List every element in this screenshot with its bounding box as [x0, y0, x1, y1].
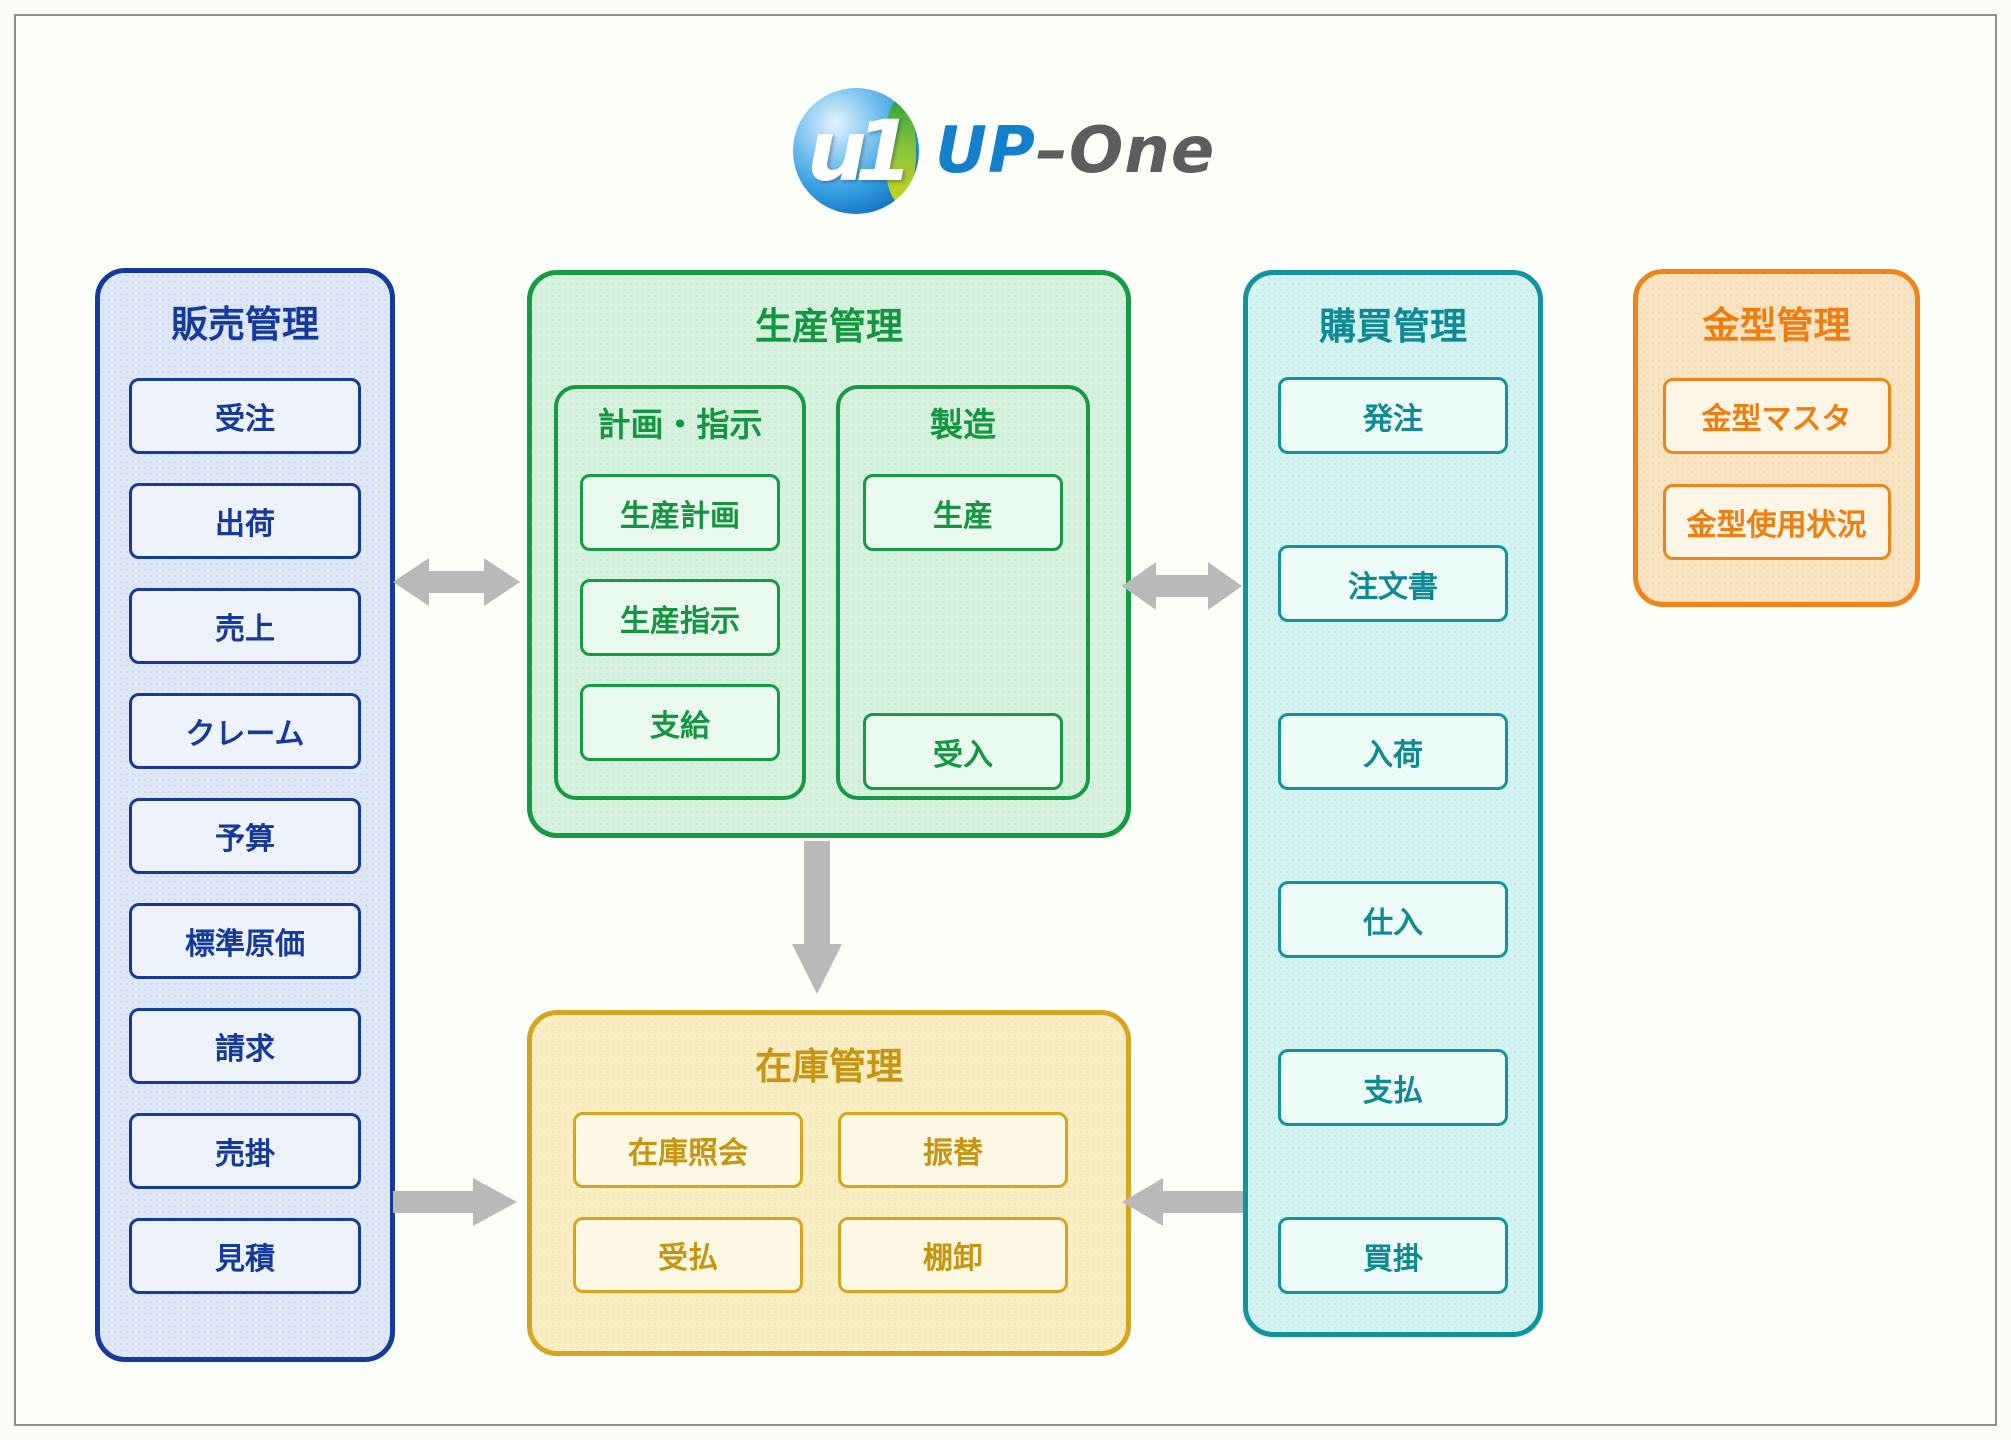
production-item-supply[interactable]: 支給	[580, 684, 780, 761]
up-one-logo-mark-icon: u1	[793, 88, 919, 214]
mold-item-master[interactable]: 金型マスタ	[1662, 378, 1891, 454]
sales-item-claims[interactable]: クレーム	[129, 693, 361, 769]
arrow-sales-production-icon	[393, 556, 520, 608]
purchasing-item-order-form[interactable]: 注文書	[1278, 545, 1508, 622]
purchasing-item-purchase-order[interactable]: 発注	[1278, 377, 1508, 454]
inventory-item-transfer[interactable]: 振替	[838, 1112, 1068, 1188]
sales-item-list: 受注 出荷 売上 クレーム 予算 標準原価 請求 売掛 見積	[100, 378, 390, 1294]
logo-mark-text: u1	[807, 102, 913, 200]
manufacturing-title: 製造	[930, 405, 996, 444]
manufacturing-item-receiving[interactable]: 受入	[863, 713, 1063, 790]
logo-word-one: One	[1068, 114, 1216, 188]
mold-item-list: 金型マスタ 金型使用状況	[1638, 378, 1915, 560]
purchasing-item-purchase[interactable]: 仕入	[1278, 881, 1508, 958]
inventory-management-module: 在庫管理 在庫照会 振替 受払 棚卸	[527, 1010, 1131, 1356]
purchasing-management-module: 購買管理 発注 注文書 入荷 仕入 支払 買掛	[1243, 270, 1543, 1337]
manufacturing-item-list: 生産 受入	[840, 474, 1086, 790]
purchasing-management-title: 購買管理	[1319, 305, 1467, 348]
planning-item-list: 生産計画 生産指示 支給	[558, 474, 802, 761]
inventory-item-receipts-payments[interactable]: 受払	[573, 1217, 803, 1293]
sales-item-quotation[interactable]: 見積	[129, 1218, 361, 1294]
sales-item-standard-cost[interactable]: 標準原価	[129, 903, 361, 979]
production-management-module: 生産管理 計画・指示 生産計画 生産指示 支給 製造 生産 受入	[527, 270, 1131, 838]
planning-instruction-title: 計画・指示	[597, 405, 763, 444]
inventory-item-grid: 在庫照会 振替 受払 棚卸	[573, 1112, 1126, 1293]
inventory-item-stock-inquiry[interactable]: 在庫照会	[573, 1112, 803, 1188]
sales-item-budget[interactable]: 予算	[129, 798, 361, 874]
arrow-sales-inventory-icon	[393, 1176, 517, 1228]
inventory-management-title: 在庫管理	[755, 1045, 903, 1088]
production-item-plan[interactable]: 生産計画	[580, 474, 780, 551]
purchasing-item-list: 発注 注文書 入荷 仕入 支払 買掛	[1248, 377, 1538, 1294]
manufacturing-item-production[interactable]: 生産	[863, 474, 1063, 551]
sales-item-sales[interactable]: 売上	[129, 588, 361, 664]
arrow-purchasing-inventory-icon	[1122, 1176, 1243, 1228]
logo-word-dash: –	[1035, 114, 1069, 188]
sales-item-shipping[interactable]: 出荷	[129, 483, 361, 559]
sales-item-billing[interactable]: 請求	[129, 1008, 361, 1084]
purchasing-item-arrival[interactable]: 入荷	[1278, 713, 1508, 790]
logo-green-crescent	[884, 99, 916, 203]
up-one-logo: u1 UP–One	[793, 88, 1233, 220]
purchasing-item-payment[interactable]: 支払	[1278, 1049, 1508, 1126]
manufacturing-group: 製造 生産 受入	[836, 385, 1090, 800]
sales-management-module: 販売管理 受注 出荷 売上 クレーム 予算 標準原価 請求 売掛 見積	[95, 268, 395, 1362]
mold-item-usage-status[interactable]: 金型使用状況	[1662, 484, 1891, 560]
production-management-title: 生産管理	[755, 305, 903, 348]
purchasing-item-payables[interactable]: 買掛	[1278, 1217, 1508, 1294]
sales-management-title: 販売管理	[171, 303, 319, 346]
planning-instruction-group: 計画・指示 生産計画 生産指示 支給	[554, 385, 806, 800]
production-item-order[interactable]: 生産指示	[580, 579, 780, 656]
inventory-item-stocktaking[interactable]: 棚卸	[838, 1217, 1068, 1293]
mold-management-title: 金型管理	[1702, 304, 1851, 347]
sales-item-receivables[interactable]: 売掛	[129, 1113, 361, 1189]
mold-management-module: 金型管理 金型マスタ 金型使用状況	[1633, 269, 1920, 607]
logo-wordmark: UP–One	[935, 114, 1215, 188]
sales-item-orders[interactable]: 受注	[129, 378, 361, 454]
logo-word-up: UP	[935, 114, 1036, 188]
arrow-production-inventory-icon	[791, 841, 843, 994]
arrow-production-purchasing-icon	[1122, 560, 1242, 612]
